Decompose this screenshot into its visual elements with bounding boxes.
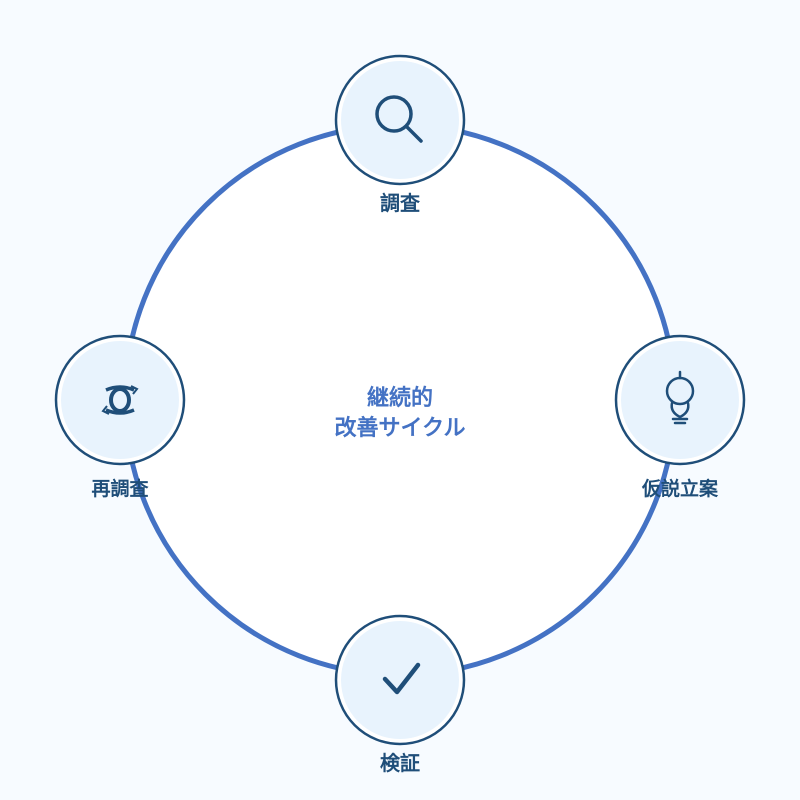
- node-label: 検証: [380, 751, 420, 775]
- magnifier-icon: [375, 95, 423, 143]
- node-label: 仮説立案: [641, 477, 719, 500]
- center-title-line2: 改善サイクル: [335, 415, 466, 441]
- node-reresearch[interactable]: 再調査: [54, 334, 186, 500]
- refresh-cycle-icon: [101, 385, 139, 415]
- node-verification[interactable]: 検証: [334, 614, 466, 775]
- checkmark-icon: [382, 662, 421, 695]
- node-hypothesis[interactable]: 仮説立案: [614, 334, 746, 500]
- node-label: 調査: [380, 191, 420, 215]
- node-label: 再調査: [91, 477, 149, 500]
- center-title-line1: 継続的: [367, 385, 433, 411]
- node-research[interactable]: 調査: [334, 54, 466, 215]
- lightbulb-icon: [665, 370, 695, 425]
